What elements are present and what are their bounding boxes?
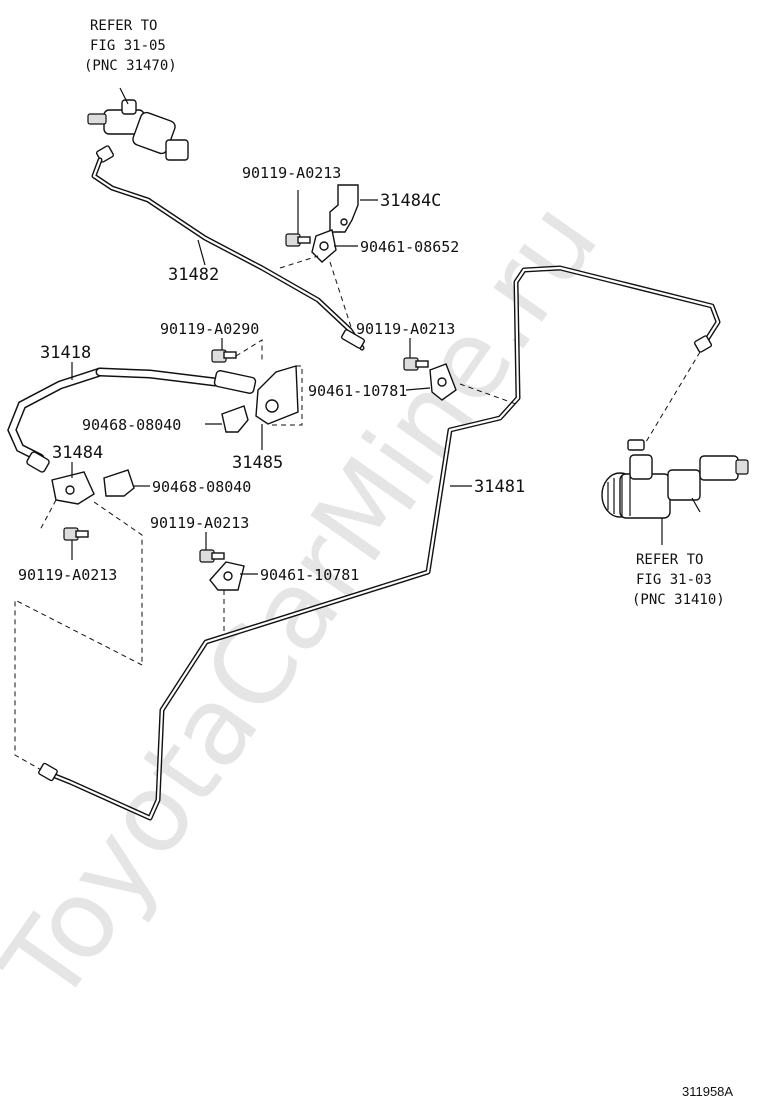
label-31484: 31484 (52, 443, 103, 463)
label-90468-08040-b: 90468-08040 (152, 478, 251, 496)
clip-90468-08040-b (103, 469, 135, 497)
label-90461-08652: 90461-08652 (360, 238, 459, 256)
clamp-90461-10781-mid (429, 363, 457, 401)
clutch-pipe-31481 (38, 265, 721, 821)
watermark-text: ToyotaCarMine.ru (0, 180, 622, 1025)
bracket-31485 (255, 365, 299, 425)
reference-top-line-3: (PNC 31470) (84, 58, 177, 74)
label-90468-08040-a: 90468-08040 (82, 416, 181, 434)
bolt-90119-a0213-left (63, 527, 89, 541)
leader-31482 (197, 239, 206, 266)
figure-code: 311958A (682, 1084, 733, 1099)
label-90119-a0290: 90119-A0290 (160, 320, 259, 338)
clamp-90461-10781-low (209, 561, 245, 591)
reference-top-line-2: FIG 31-05 (90, 38, 166, 54)
reference-right-line-1: REFER TO (636, 552, 703, 568)
flexible-hose-31418 (7, 367, 257, 473)
label-90461-10781-low: 90461-10781 (260, 566, 359, 584)
label-90119-a0213-top: 90119-A0213 (242, 164, 341, 182)
reference-right-line-3: (PNC 31410) (632, 592, 725, 608)
bolt-90119-a0213-mid (403, 357, 429, 371)
label-90119-a0213-mid: 90119-A0213 (356, 320, 455, 338)
bracket-31484c (329, 184, 359, 233)
release-cylinder (87, 87, 189, 163)
bolt-90119-a0213-top (285, 233, 311, 247)
label-90119-a0213-low: 90119-A0213 (150, 514, 249, 532)
clip-90468-08040-a (221, 405, 249, 433)
label-31484c: 31484C (380, 191, 441, 211)
label-31481: 31481 (474, 477, 525, 497)
clutch-pipe-31482 (91, 157, 365, 351)
master-cylinder (601, 439, 749, 545)
label-31482: 31482 (168, 265, 219, 285)
reference-right-line-2: FIG 31-03 (636, 572, 712, 588)
label-90119-a0213-left: 90119-A0213 (18, 566, 117, 584)
label-31418: 31418 (40, 343, 91, 363)
bolt-90119-a0290 (211, 349, 237, 363)
leader-clamp-10781-mid (405, 387, 431, 391)
bracket-31484 (51, 471, 95, 505)
label-90461-10781-mid: 90461-10781 (308, 382, 407, 400)
clamp-90461-08652 (311, 229, 337, 263)
label-31485: 31485 (232, 453, 283, 473)
bolt-90119-a0213-low (199, 549, 225, 563)
reference-top: REFER TO FIG 31-05 (PNC 31470) (84, 18, 177, 74)
reference-top-line-1: REFER TO (90, 18, 157, 34)
reference-right: REFER TO FIG 31-03 (PNC 31410) (632, 552, 725, 608)
